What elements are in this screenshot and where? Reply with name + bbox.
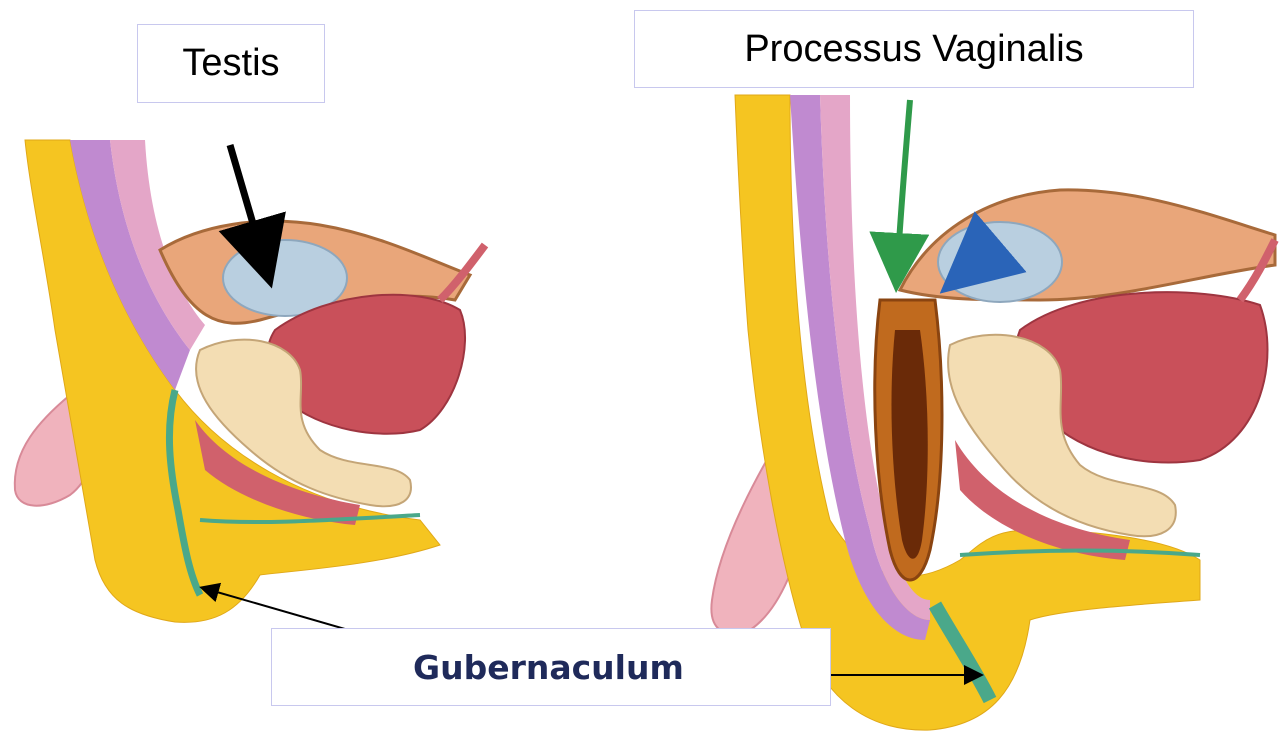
- gubernaculum-label-box: Gubernaculum: [271, 628, 831, 706]
- processus-vaginalis-arrow: [897, 100, 910, 275]
- right-testis-shape: [938, 222, 1062, 302]
- gubernaculum-label: Gubernaculum: [413, 648, 684, 687]
- testis-label: Testis: [182, 42, 279, 85]
- testis-label-box: Testis: [137, 24, 325, 103]
- processus-vaginalis-label-box: Processus Vaginalis: [634, 10, 1194, 88]
- processus-vaginalis-label: Processus Vaginalis: [744, 28, 1083, 71]
